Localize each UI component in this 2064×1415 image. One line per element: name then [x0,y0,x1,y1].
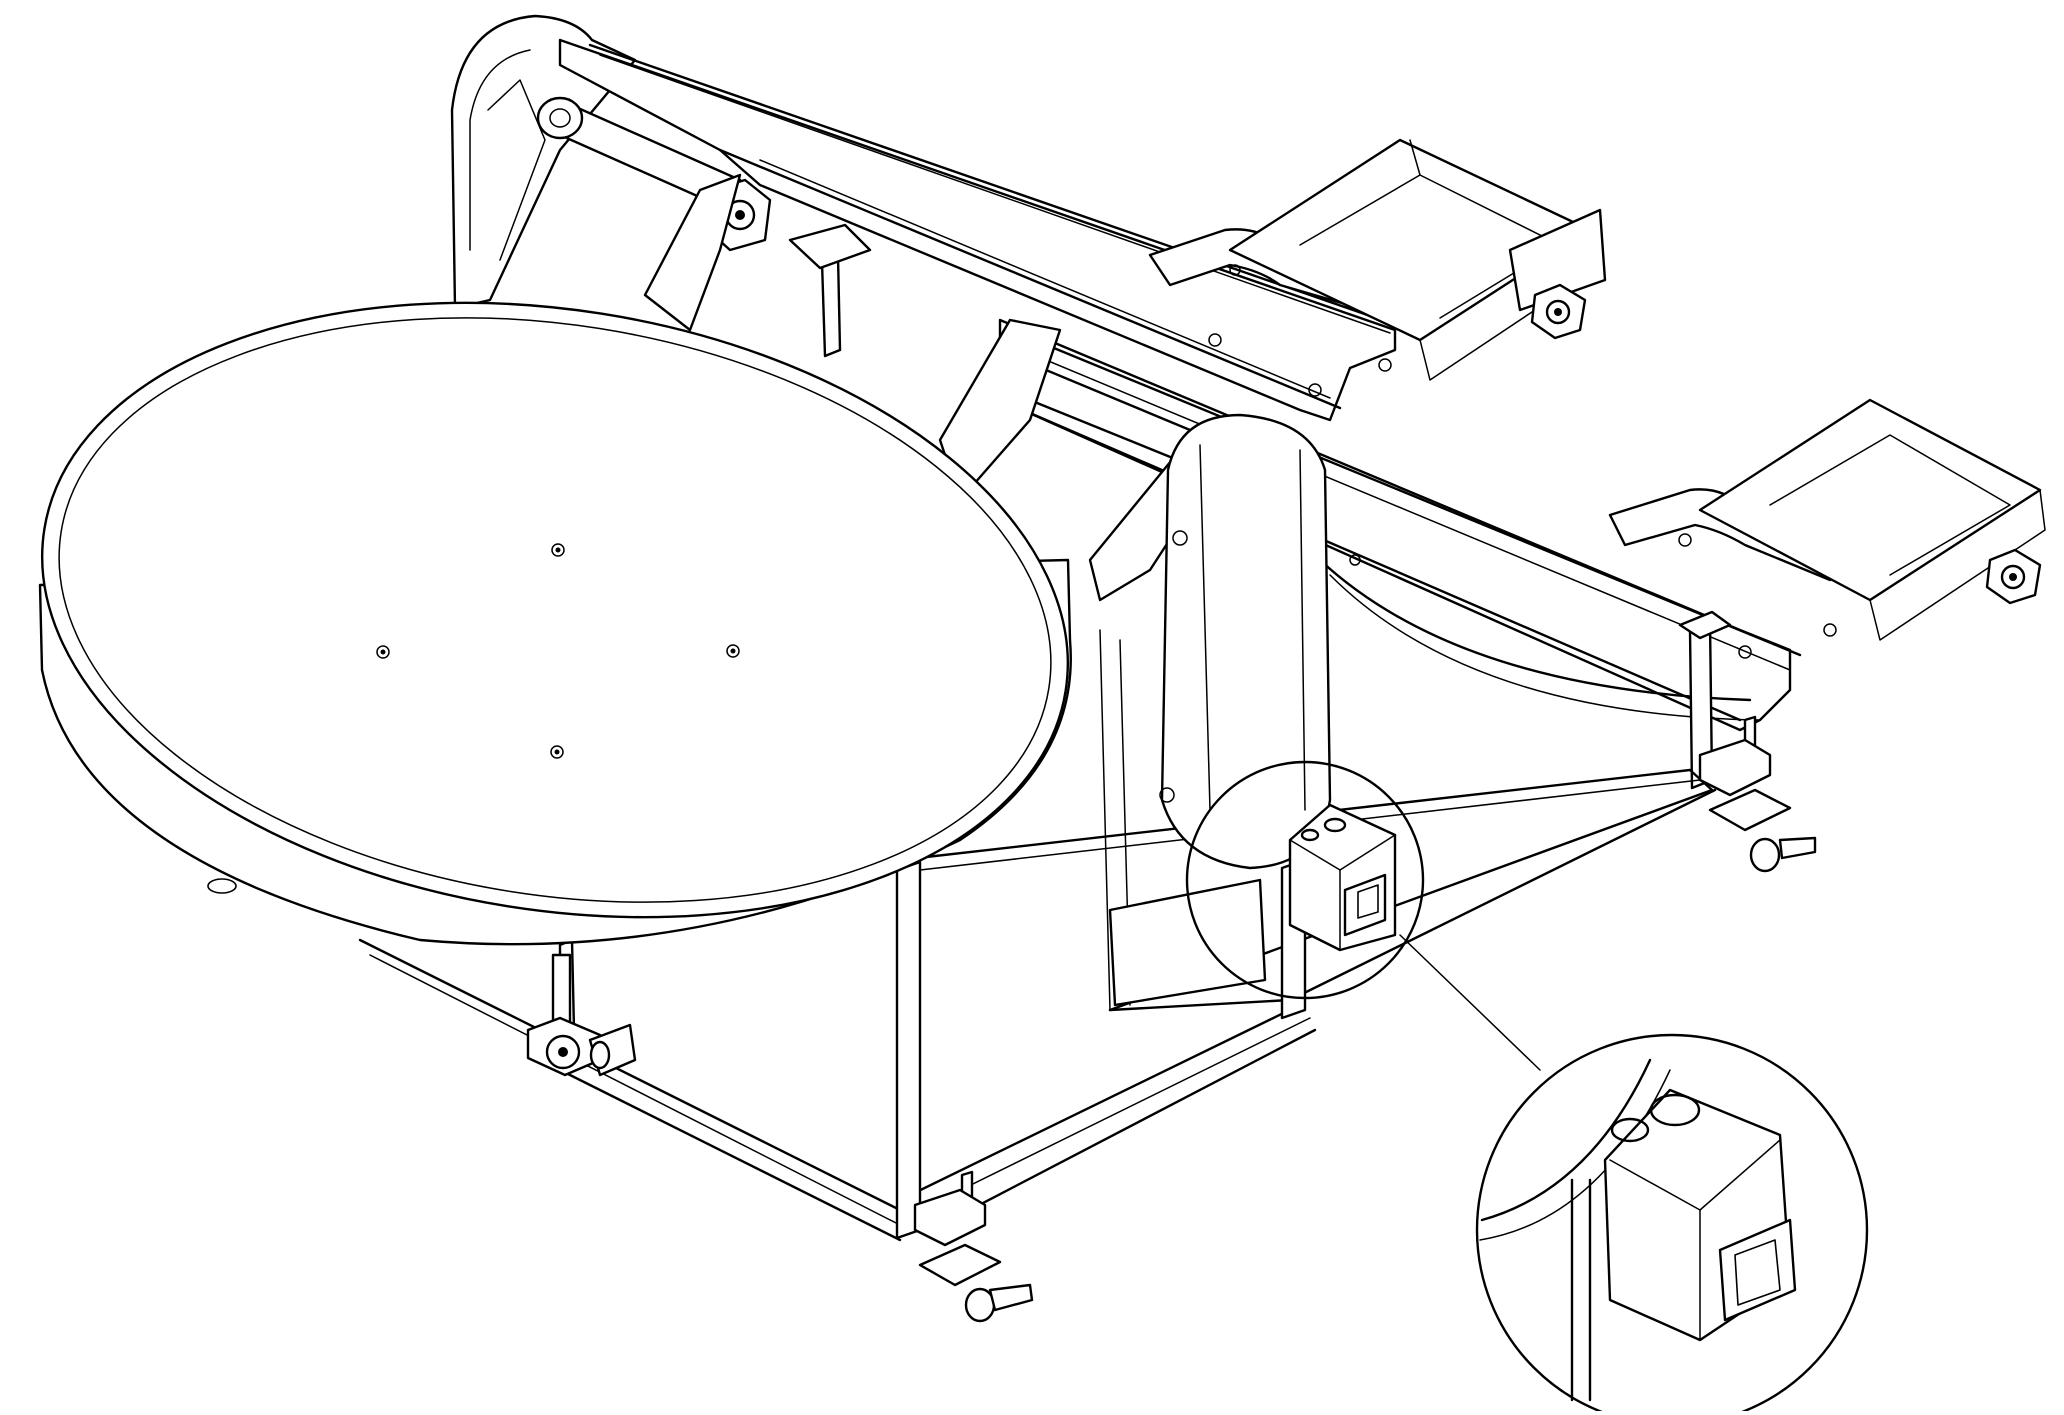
upper-conveyor-end-cap [450,14,637,310]
upper-conveyor [450,14,1607,422]
detail-source-circle [1185,760,1425,1000]
detail-leader-line [1399,934,1541,1071]
detail-magnifier [1185,760,1869,1415]
turntable-bolts [376,543,740,759]
upper-post [820,254,842,358]
motor-housing [1108,413,1332,1007]
caster-right [1698,715,1817,873]
switch-box [1288,803,1397,952]
turntable [38,301,1072,1042]
motor-housing-body [1160,413,1332,870]
caster-front [913,1170,1034,1323]
caster-left [526,1016,637,1077]
lower-conveyor [938,318,2046,790]
turntable-top [41,301,1069,919]
frame-leg-front [895,860,922,1240]
upper-hopper [643,173,742,332]
detail-zoom-content [1479,1058,1797,1402]
lower-outlet-bearing [1985,548,2042,605]
upper-outlet-bearing [1530,283,1587,340]
upper-conveyor-rail [558,38,1397,422]
